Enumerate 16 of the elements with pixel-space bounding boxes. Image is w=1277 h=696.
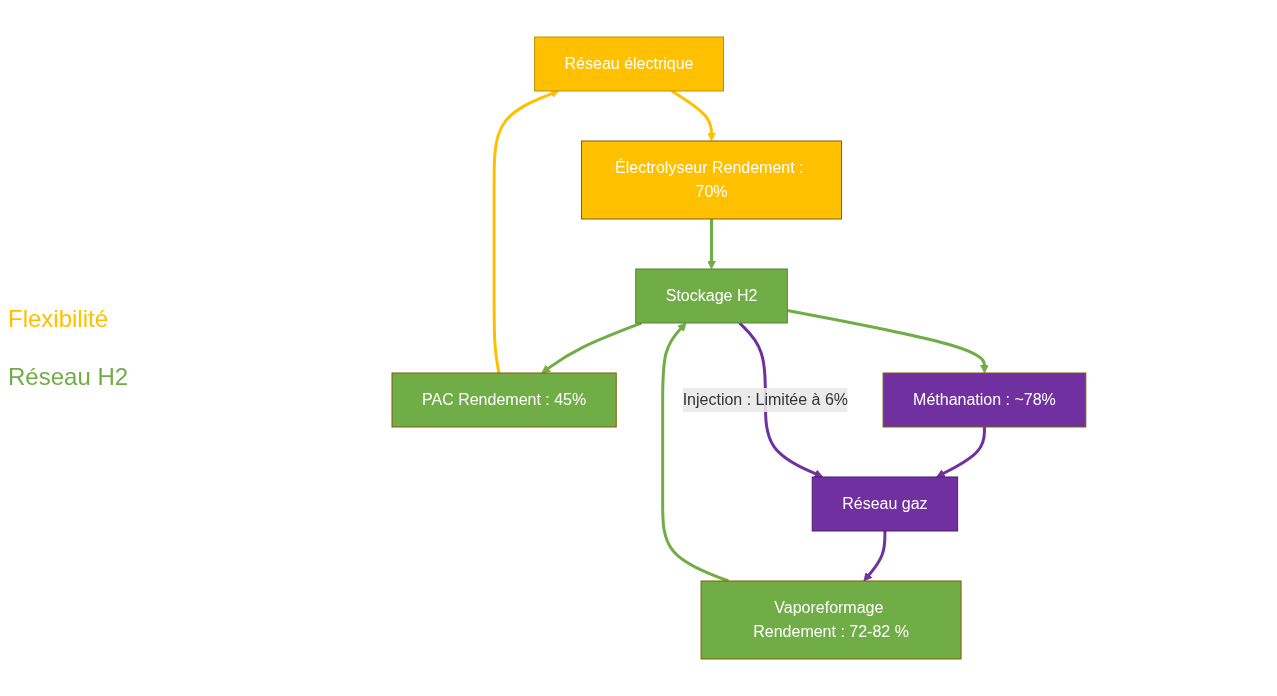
node-box: Méthanation : ~78% — [882, 372, 1086, 428]
arrow — [935, 427, 986, 478]
node-box: Stockage H2 — [634, 268, 788, 324]
annotation-label: Flexibilité — [8, 305, 110, 333]
node-box: PAC Rendement : 45% — [391, 372, 617, 428]
annotation-label: Réseau H2 — [8, 363, 130, 391]
node-box: Vaporeformage Rendement : 72-82 % — [700, 580, 962, 660]
arrow — [786, 308, 989, 374]
arrow — [863, 531, 886, 582]
edge-label: Injection : Limitée à 6% — [682, 390, 848, 408]
arrow — [738, 321, 823, 478]
node-box: Réseau gaz — [811, 476, 958, 532]
node-box: Électrolyseur Rendement : 70% — [580, 140, 842, 220]
arrow — [540, 321, 642, 374]
arrow — [706, 219, 716, 270]
node-box: Réseau électrique — [533, 36, 724, 92]
